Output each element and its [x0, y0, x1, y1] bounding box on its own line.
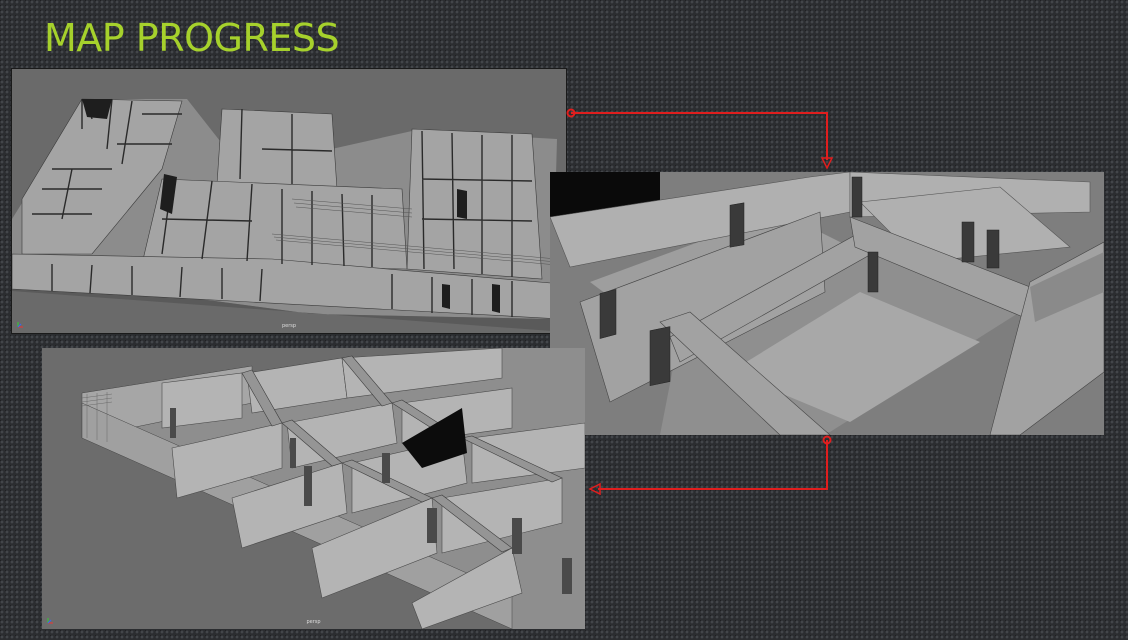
axis-gizmo-icon [47, 618, 53, 624]
slide-title: MAP PROGRESS [44, 16, 340, 60]
axis-gizmo-icon [17, 322, 23, 328]
map-corridor-screenshot: persp [42, 348, 585, 629]
viewport-label: persp [306, 619, 321, 625]
connector-start-dot-2 [822, 435, 832, 445]
viewport-label: persp [281, 323, 297, 329]
map-overview-screenshot: persp [11, 68, 567, 334]
arrow-head-left-icon [588, 482, 601, 496]
connector-arrow-1 [571, 112, 828, 160]
connector-arrow-2 [598, 440, 828, 490]
map-closeup-screenshot [550, 172, 1104, 435]
connector-start-dot-1 [566, 108, 576, 118]
arrow-head-down-icon [820, 157, 834, 170]
